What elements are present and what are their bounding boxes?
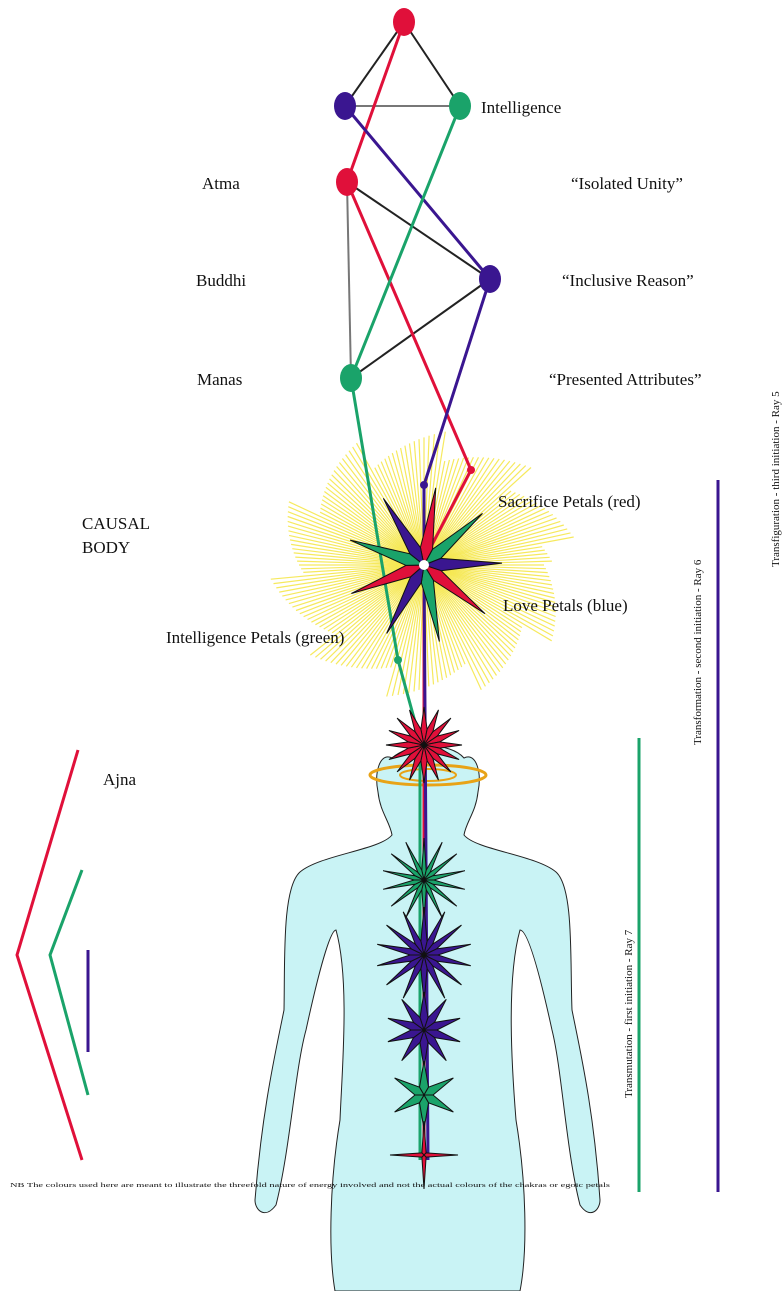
label-transformation: Transformation - second initiation - Ray…: [692, 559, 704, 745]
label-intelligence-petals: Intelligence Petals (green): [166, 628, 344, 647]
footnote: NB The colours used here are meant to il…: [10, 1182, 611, 1189]
node-blue-upper: [334, 92, 356, 120]
label-inclusive-reason: “Inclusive Reason”: [562, 271, 694, 290]
connector-lines: [345, 22, 490, 378]
node-petal-green: [394, 656, 402, 664]
label-transfiguration: Transfiguration - third initiation - Ray…: [770, 391, 782, 567]
ajna-chevrons: [17, 750, 88, 1160]
label-transmutation: Transmutation - first initiation - Ray 7: [623, 929, 635, 1098]
node-atma-red: [336, 168, 358, 196]
label-intelligence: Intelligence: [481, 98, 561, 117]
causal-center-point: [419, 560, 429, 570]
label-sacrifice-petals: Sacrifice Petals (red): [498, 492, 641, 511]
ajna-green-chevron: [50, 870, 88, 1095]
label-causal: CAUSAL: [82, 514, 150, 533]
label-body: BODY: [82, 538, 130, 557]
label-isolated-unity: “Isolated Unity”: [571, 174, 683, 193]
node-buddhi-blue: [479, 265, 501, 293]
label-love-petals: Love Petals (blue): [503, 596, 628, 615]
label-manas: Manas: [197, 370, 242, 389]
node-top-red: [393, 8, 415, 36]
node-green-upper: [449, 92, 471, 120]
node-petal-red: [467, 466, 475, 474]
node-petal-blue: [420, 481, 428, 489]
node-manas-green: [340, 364, 362, 392]
label-atma: Atma: [202, 174, 240, 193]
label-presented-attributes: “Presented Attributes”: [549, 370, 702, 389]
label-buddhi: Buddhi: [196, 271, 246, 290]
crown-chakra: [386, 707, 462, 783]
label-ajna: Ajna: [103, 770, 137, 789]
